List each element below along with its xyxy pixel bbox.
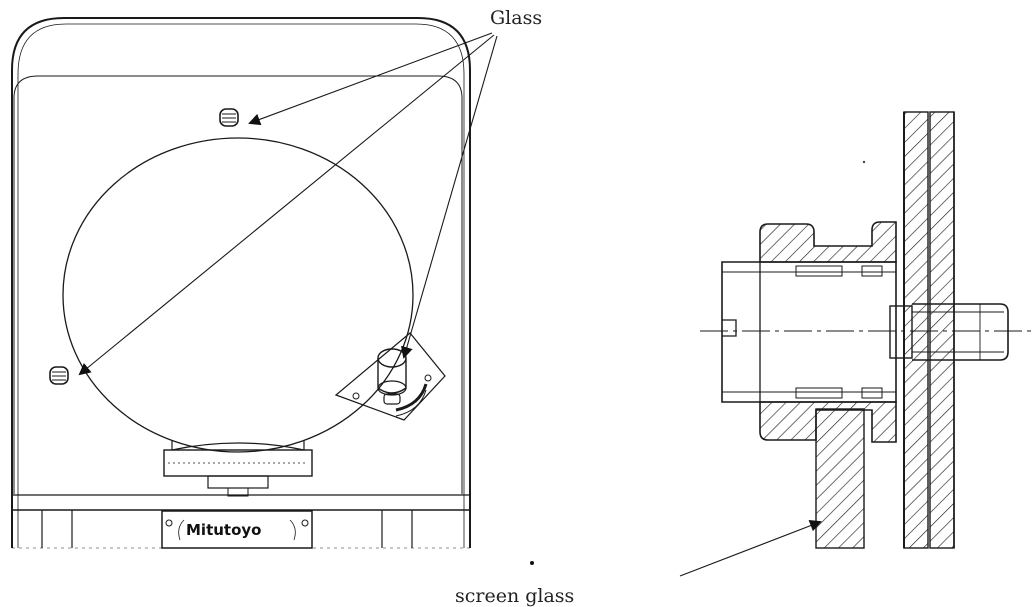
screen-glass-label: screen glass (455, 585, 574, 607)
brand-name: Mitutoyo (186, 521, 261, 539)
glass-arrow-right (401, 35, 498, 359)
screen-housing-inner-edge (17, 23, 465, 548)
glass-arrow-left (78, 34, 495, 376)
mounting-bolt (889, 303, 1009, 361)
screen-glass-section (815, 408, 865, 549)
frame-plate-left (903, 111, 929, 549)
right-glass-knob (334, 332, 446, 421)
knob-plate (334, 332, 446, 421)
glass-label: Glass (490, 7, 542, 29)
nut-bottom-flange (759, 401, 897, 443)
screen-housing (11, 17, 471, 548)
top-glass-screw (219, 108, 239, 127)
left-glass-screw (49, 366, 69, 385)
section-view (530, 111, 1034, 577)
screen-glass-arrow (679, 520, 822, 577)
nut-top-flange (759, 221, 897, 263)
nut-body (721, 261, 897, 403)
glass-arrow-top (248, 32, 493, 126)
front-view (11, 17, 498, 549)
scale-bracket (163, 440, 313, 497)
screen-glass-circle (62, 137, 414, 453)
frame-plate-right (929, 111, 955, 549)
inner-panel (13, 75, 463, 494)
brand-nameplate (161, 510, 313, 549)
